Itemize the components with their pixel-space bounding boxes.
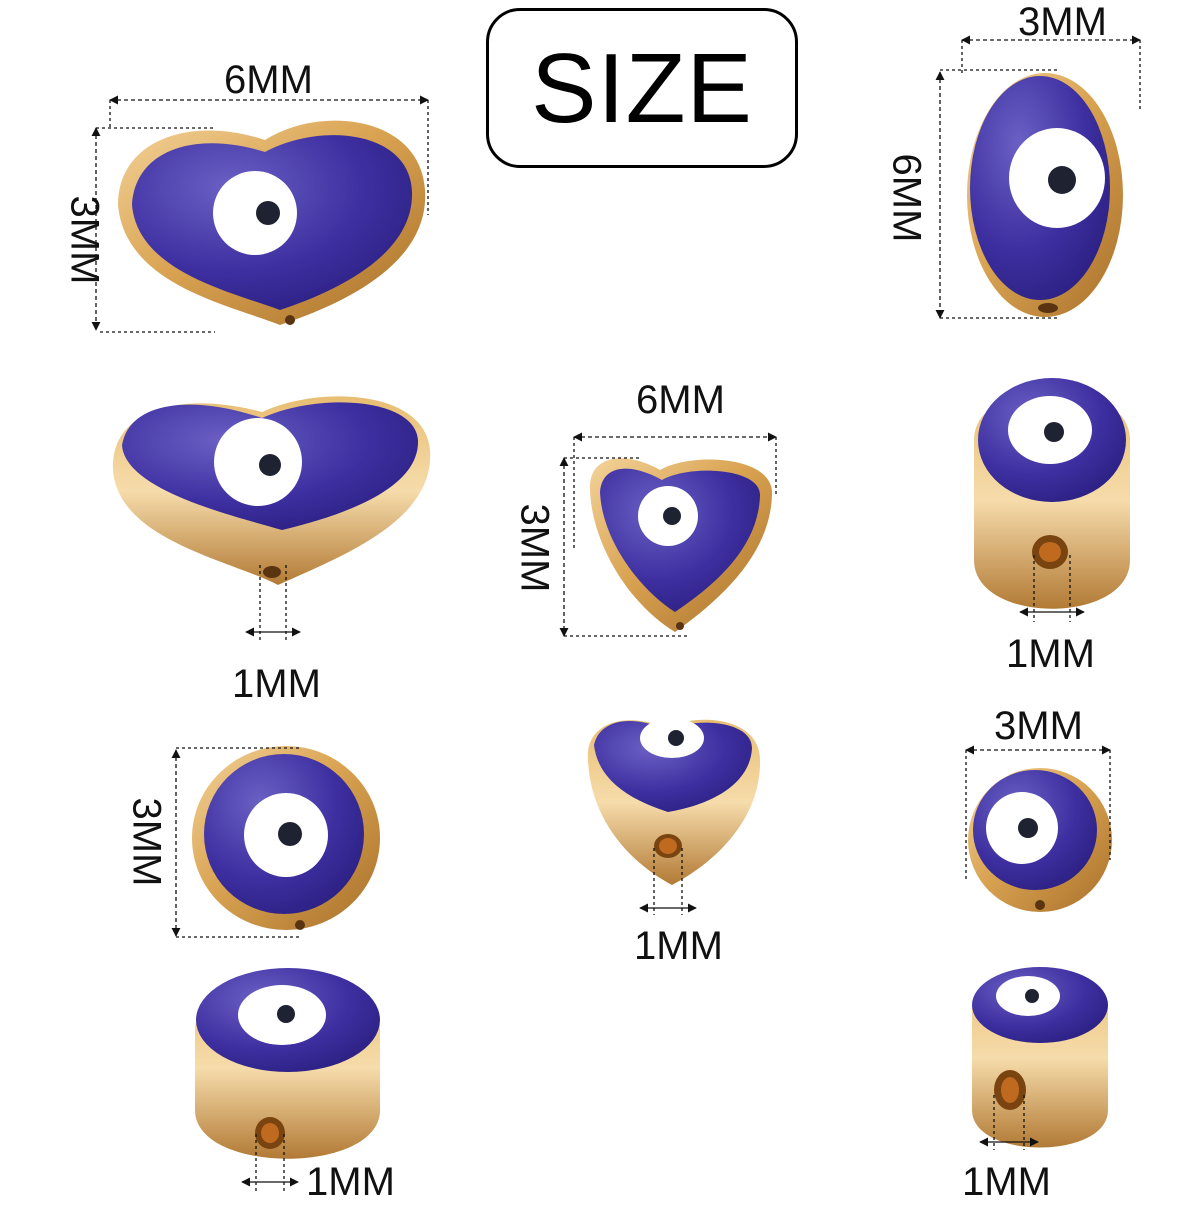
round-bead-front	[192, 746, 380, 930]
large-heart-hole-dimension	[245, 565, 301, 640]
small-heart-hole-label: 1MM	[634, 924, 723, 968]
small-round-bead-dimensions	[965, 745, 1111, 880]
oval-bead-front	[967, 73, 1123, 317]
small-round-bead-front	[968, 768, 1112, 912]
large-heart-height-label: 3MM	[62, 195, 107, 285]
small-heart-dimensions	[559, 432, 777, 637]
round-bead-hole-dimension	[241, 1134, 299, 1192]
oval-bead-dimensions	[935, 35, 1141, 319]
title-box: SIZE	[486, 8, 798, 168]
large-heart-bead-side	[112, 396, 431, 585]
round-bead-hole-label: 1MM	[306, 1160, 395, 1204]
small-heart-width-label: 6MM	[636, 378, 725, 422]
oval-bead-width-label: 3MM	[1018, 0, 1107, 44]
large-heart-dimensions	[91, 95, 429, 333]
oval-bead-side	[974, 378, 1130, 609]
small-round-bead-hole-dimension	[979, 1095, 1039, 1150]
small-heart-bead-front	[589, 458, 773, 632]
round-bead-dimensions	[171, 747, 300, 938]
small-heart-hole-dimension	[639, 848, 697, 915]
page-title: SIZE	[531, 33, 753, 143]
small-heart-height-label: 3MM	[512, 503, 557, 593]
round-bead-height-label: 3MM	[124, 797, 169, 887]
oval-bead-hole-dimension	[1019, 555, 1085, 622]
small-round-bead-width-label: 3MM	[994, 704, 1083, 748]
small-round-bead-hole-label: 1MM	[962, 1160, 1051, 1204]
large-heart-width-label: 6MM	[224, 58, 313, 102]
small-round-bead-side	[972, 967, 1108, 1148]
small-heart-bead-side	[587, 718, 761, 885]
large-heart-hole-label: 1MM	[232, 662, 321, 706]
round-bead-side	[195, 968, 380, 1159]
oval-bead-height-label: 6MM	[884, 153, 929, 243]
large-heart-bead-front	[118, 120, 426, 325]
oval-bead-hole-label: 1MM	[1006, 632, 1095, 676]
